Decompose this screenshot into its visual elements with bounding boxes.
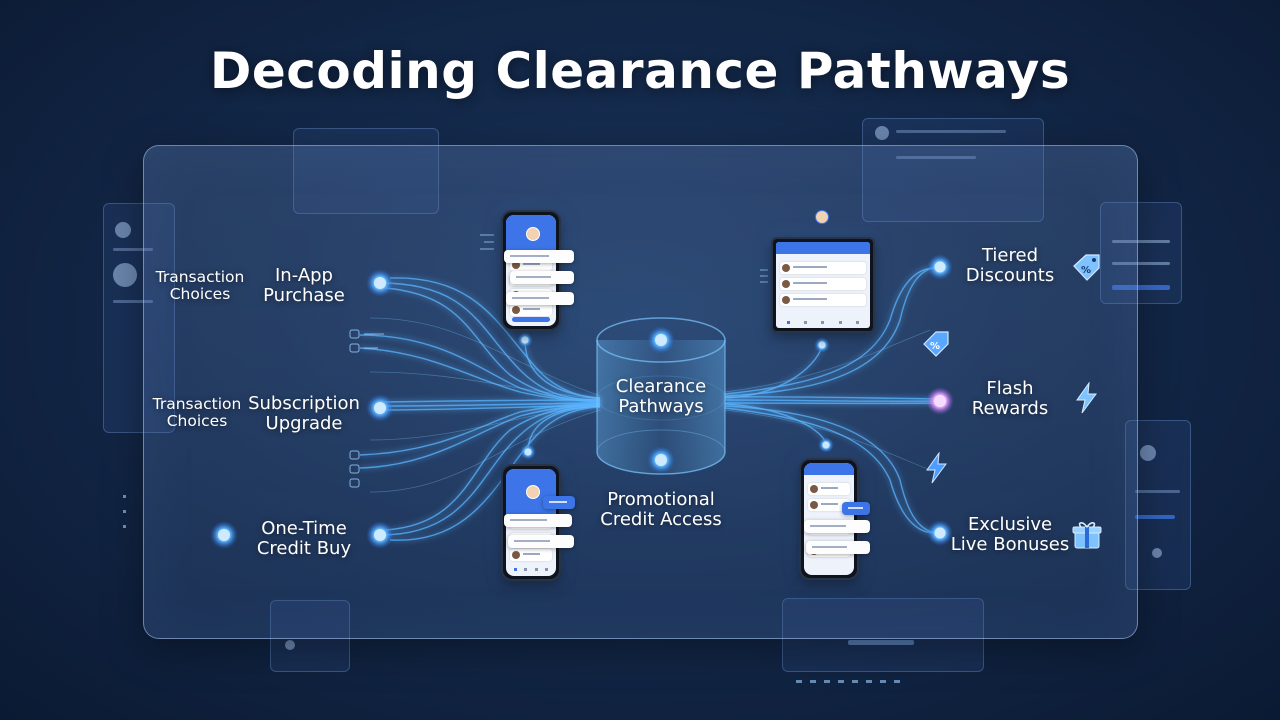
in-app-choice-line1: Transaction: [155, 268, 245, 286]
lightning-icon: [1076, 382, 1097, 414]
in-app-purchase-label: In-App Purchase: [254, 265, 354, 307]
subscription-choice-line1: Transaction: [152, 395, 242, 413]
flash-line2: Rewards: [971, 398, 1049, 420]
center-line1: Clearance: [615, 376, 707, 397]
chat-bubble: [543, 496, 575, 509]
tiered-discounts-label: Tiered Discounts: [958, 245, 1062, 287]
svg-text:%: %: [1081, 265, 1091, 276]
one-time-line1: One-Time: [261, 518, 347, 539]
promotional-line1: Promotional: [607, 489, 715, 510]
subscription-choice-line2: Choices: [166, 412, 228, 431]
clearance-cylinder: [596, 317, 726, 475]
promotional-credit-label: Promotional Credit Access: [596, 489, 726, 531]
subscription-upgrade-label: Subscription Upgrade: [246, 393, 362, 435]
flash-line1: Flash: [986, 378, 1034, 399]
one-time-credit-label: One-Time Credit Buy: [250, 518, 358, 560]
flash-rewards-label: Flash Rewards: [962, 378, 1058, 420]
chat-bubble: [806, 541, 870, 554]
chat-bubble: [506, 292, 574, 305]
tablet-mockup: [771, 237, 875, 333]
exclusive-bonuses-label: Exclusive Live Bonuses: [948, 514, 1072, 556]
promotional-line2: Credit Access: [600, 509, 722, 531]
center-line2: Pathways: [618, 396, 704, 418]
tiered-line1: Tiered: [981, 245, 1039, 266]
in-app-line1: In-App: [275, 265, 333, 286]
phone-mockup-rewards: [799, 458, 859, 580]
chat-bubble: [504, 250, 574, 263]
chat-bubble: [510, 271, 574, 284]
subscription-line1: Subscription: [248, 393, 360, 414]
one-time-line2: Credit Buy: [256, 538, 352, 560]
exclusive-line2: Live Bonuses: [950, 534, 1070, 556]
subscription-line2: Upgrade: [265, 413, 343, 435]
tag-small-icon: %: [923, 331, 949, 357]
nodes: [210, 254, 954, 549]
exclusive-line1: Exclusive: [967, 514, 1053, 535]
tiered-line2: Discounts: [965, 265, 1055, 287]
svg-text:%: %: [930, 341, 940, 352]
in-app-choice-label: Transaction Choices: [150, 268, 250, 304]
chat-bubble: [508, 535, 574, 548]
in-app-choice-line2: Choices: [169, 285, 231, 304]
chat-bubble: [842, 502, 870, 515]
lightning-small-icon: [926, 452, 947, 484]
subscription-choice-label: Transaction Choices: [147, 395, 247, 431]
chat-bubble: [504, 514, 572, 527]
chat-bubble: [804, 520, 870, 533]
gift-icon: [1072, 522, 1102, 549]
center-label: Clearance Pathways: [601, 376, 721, 418]
in-app-line2: Purchase: [263, 285, 345, 307]
avatar: [815, 210, 829, 224]
tag-percent-icon: %: [1073, 254, 1100, 281]
page-title: Decoding Clearance Pathways: [209, 42, 1071, 100]
